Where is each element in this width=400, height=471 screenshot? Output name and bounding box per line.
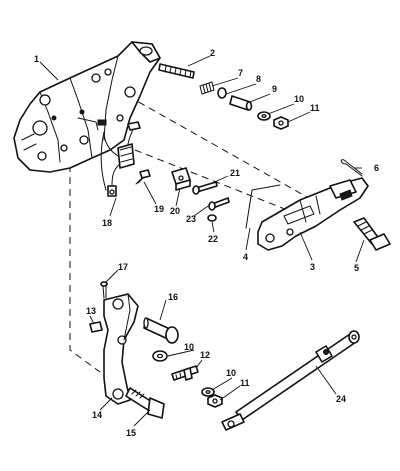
sleeve-pin (229, 95, 253, 111)
main-bracket (13, 41, 161, 173)
callout-11-upper: 11 (310, 103, 320, 113)
screw-23 (208, 197, 230, 211)
callout-19: 19 (154, 204, 164, 214)
assembly-line-switch-to-mount (134, 149, 301, 216)
lower-lever (103, 293, 139, 405)
callout-1: 1 (34, 54, 39, 64)
stud-12 (171, 365, 199, 381)
washer-10-upper (257, 111, 271, 121)
nut-11-lower (207, 394, 223, 408)
cotter-pin (340, 159, 363, 177)
shoulder-bolt-5 (353, 217, 391, 251)
callout-13: 13 (86, 306, 96, 316)
callout-4: 4 (243, 252, 248, 262)
stud-bolt (158, 63, 195, 79)
callout-15: 15 (126, 428, 136, 438)
neutral-switch (100, 121, 141, 197)
small-pin-13 (89, 321, 103, 333)
pivot-pin-16 (143, 317, 179, 344)
callout-16: 16 (168, 292, 178, 302)
assembly-line-bracket-to-mount (127, 95, 331, 211)
leader-lines (39, 55, 365, 427)
shift-lever (257, 177, 369, 251)
callout-2: 2 (210, 48, 215, 58)
nut-11-upper (273, 116, 289, 130)
callout-18: 18 (102, 218, 112, 228)
callout-22: 22 (208, 234, 218, 244)
callout-24: 24 (336, 394, 346, 404)
callout-5: 5 (354, 263, 359, 273)
callout-17: 17 (118, 262, 128, 272)
callout-8: 8 (256, 74, 261, 84)
callout-12: 12 (200, 350, 210, 360)
washer-22 (207, 214, 217, 222)
callout-20: 20 (170, 206, 180, 216)
washer-8 (217, 87, 227, 99)
callout-14: 14 (92, 410, 102, 420)
callout-9: 9 (272, 84, 277, 94)
callout-10-upper: 10 (294, 94, 304, 104)
screw-21 (192, 181, 218, 195)
callout-23: 23 (186, 214, 196, 224)
callout-labels: 1 2 3 4 5 6 7 8 9 10 11 12 13 14 15 16 1… (34, 48, 379, 438)
screw-19 (135, 169, 151, 185)
callout-6: 6 (374, 163, 379, 173)
shift-rod (221, 330, 360, 431)
callout-3: 3 (310, 262, 315, 272)
callout-21: 21 (230, 168, 240, 178)
clamp-20 (171, 167, 191, 191)
callout-7: 7 (238, 68, 243, 78)
washer-10-mid (152, 350, 168, 362)
assembly-line-bracket-to-lever (69, 165, 101, 373)
cotter-pin-lower (100, 281, 108, 299)
washer-10-lower (201, 387, 215, 397)
spring (199, 81, 215, 95)
shoulder-bolt-15 (125, 387, 165, 419)
spring-wire (245, 184, 281, 229)
callout-10-lower: 10 (226, 368, 236, 378)
callout-11-lower: 11 (240, 378, 250, 388)
callout-10-mid: 10 (184, 342, 194, 352)
